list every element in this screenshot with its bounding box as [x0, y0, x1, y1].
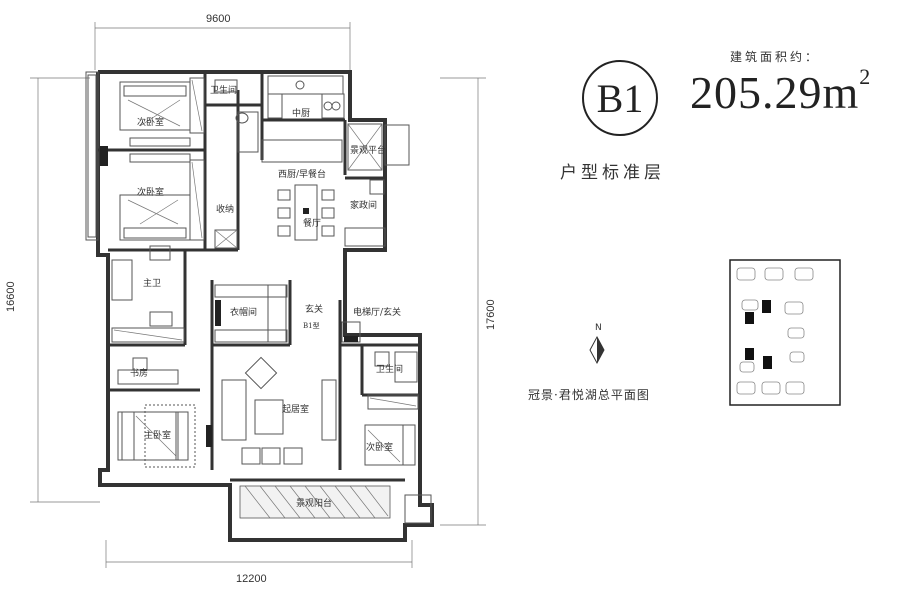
room-living: 起居室 [282, 403, 309, 415]
room-bathroom-top: 卫生间 [210, 84, 237, 96]
north-arrow-icon [589, 335, 605, 365]
dimension-top: 9600 [94, 13, 351, 70]
dimension-left-label: 16600 [5, 281, 17, 312]
room-housekeeping: 家政间 [350, 199, 377, 211]
dimension-right-label: 17600 [485, 299, 497, 330]
master-bed [117, 404, 196, 468]
room-bathroom-right: 卫生间 [376, 363, 403, 375]
room-balcony-bottom: 景观阳台 [296, 497, 332, 509]
area-unit-power: 2 [859, 64, 872, 89]
unit-type-label: B1 [596, 75, 644, 121]
dimension-left: 16600 [5, 77, 100, 503]
cloakroom-fixtures [214, 284, 288, 343]
kitchen-fixtures [261, 75, 345, 163]
room-bedroom-right: 次卧室 [366, 441, 393, 453]
storage-fixtures [214, 229, 238, 249]
study-desk [117, 357, 179, 385]
lift-hall-fixtures [341, 321, 361, 343]
dimension-bottom: 12200 [105, 540, 413, 585]
dining-table [277, 184, 335, 241]
room-unit-tag: B1型 [303, 321, 320, 330]
room-dining: 餐厅 [303, 217, 321, 229]
room-lift-hall: 电梯厅/玄关 [353, 306, 401, 318]
room-cloakroom: 衣帽间 [230, 306, 257, 318]
dimension-right: 17600 [440, 77, 497, 526]
north-label: N [595, 323, 602, 333]
bed-right [364, 424, 416, 466]
room-kitchen: 中厨 [292, 107, 310, 119]
living-furniture [206, 356, 337, 465]
dimension-top-label: 9600 [206, 13, 230, 25]
outer-walls [85, 70, 434, 542]
area-caption: 建筑面积约： [730, 50, 821, 64]
dimension-bottom-label: 12200 [236, 573, 267, 585]
balcony-bottom [239, 485, 432, 524]
wardrobes-top [100, 77, 205, 241]
room-balcony-top: 景观平台 [350, 144, 386, 156]
room-entrance: 玄关 [305, 303, 323, 315]
room-labels: 次卧室 卫生间 中厨 次卧室 收纳 西厨/早餐台 餐厅 景观平台 家政间 主卫 … [130, 84, 403, 509]
site-plan-caption: 冠景·君悦湖总平面图 [528, 388, 650, 402]
area-unit: m [822, 67, 860, 118]
room-bedroom-second: 次卧室 [137, 186, 164, 198]
room-master-bedroom: 主卧室 [144, 429, 171, 441]
site-plan-map [729, 259, 841, 406]
floor-type-label: 户型标准层 [560, 163, 665, 183]
balcony-top [347, 123, 410, 171]
room-master-bath: 主卫 [143, 277, 161, 289]
bathroom-top-fixtures [214, 79, 259, 153]
area-number: 205.29 [690, 67, 823, 118]
room-study: 书房 [130, 367, 148, 379]
room-bedroom-top: 次卧室 [137, 116, 164, 128]
area-value: 205.29m2 [690, 64, 872, 119]
interior-walls [98, 72, 420, 482]
master-bath-fixtures [111, 245, 185, 343]
bathroom-right-fixtures [367, 351, 419, 410]
room-western-kitchen: 西厨/早餐台 [278, 168, 326, 180]
room-storage: 收纳 [216, 203, 234, 215]
housekeeping-fixtures [344, 179, 386, 247]
bed-second [119, 194, 191, 241]
unit-type-badge: B1 [582, 60, 658, 136]
